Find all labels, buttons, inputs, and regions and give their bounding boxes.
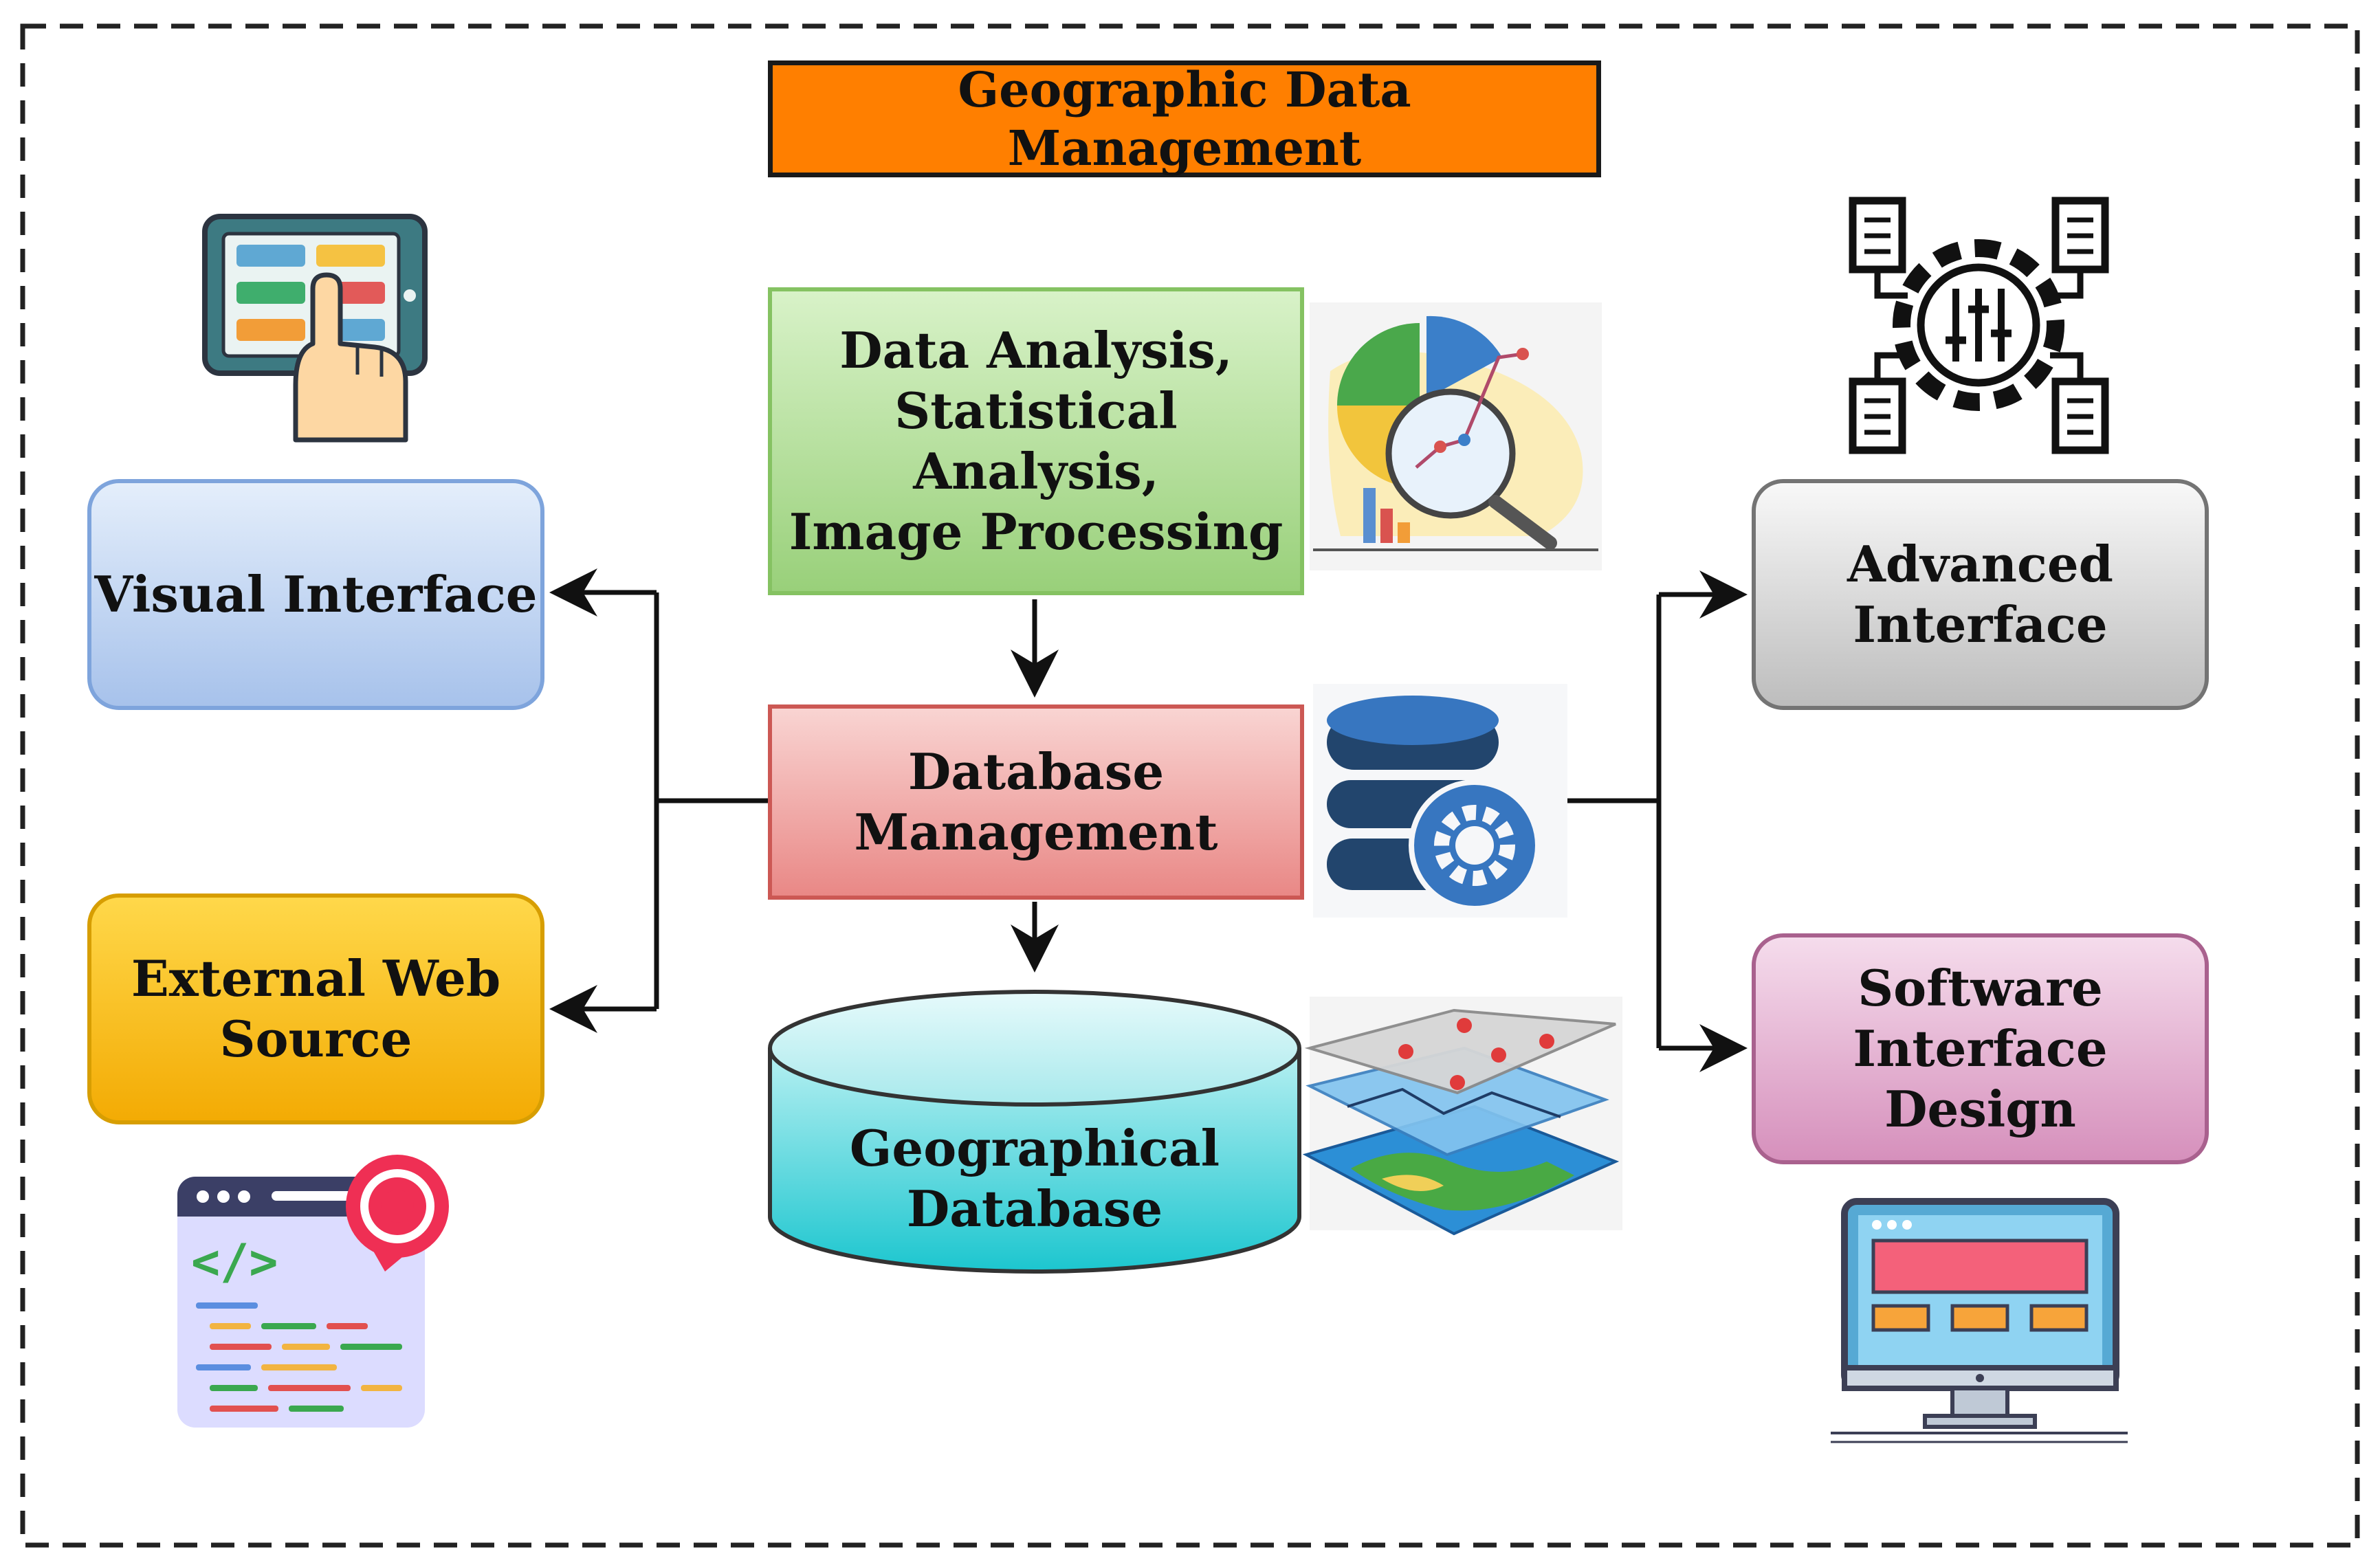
code-window-icon: </> bbox=[177, 1155, 449, 1428]
connectors bbox=[549, 568, 1748, 1072]
external-web-source-node: External Web Source bbox=[87, 894, 544, 1124]
software-line-1: Software bbox=[1858, 959, 2103, 1018]
analysis-line-3: Image Processing bbox=[789, 502, 1283, 561]
analysis-line-2: Statistical Analysis, bbox=[894, 381, 1178, 500]
geo-db-line-1: Geographical bbox=[849, 1119, 1220, 1178]
geo-db-line-2: Database bbox=[906, 1179, 1163, 1238]
geographical-database-cylinder bbox=[768, 990, 1301, 1274]
external-line-2: Source bbox=[219, 1010, 412, 1068]
analysis-line-1: Data Analysis, bbox=[839, 321, 1233, 380]
database-gear-icon bbox=[1313, 684, 1567, 918]
title-box: Geographic Data Management bbox=[768, 60, 1601, 177]
diagram-title: Geographic Data Management bbox=[958, 60, 1411, 177]
computer-monitor-icon bbox=[1831, 1198, 2128, 1443]
touch-tablet-icon bbox=[202, 214, 428, 443]
analysis-node: Data Analysis, Statistical Analysis, Ima… bbox=[768, 287, 1304, 595]
advanced-line-2: Interface bbox=[1853, 595, 2108, 654]
dbm-line-2: Management bbox=[854, 803, 1218, 861]
dashed-frame bbox=[20, 23, 2360, 1548]
software-line-2: Interface Design bbox=[1853, 1019, 2108, 1138]
gear-documents-icon bbox=[1849, 197, 2109, 454]
visual-interface-node: Visual Interface bbox=[87, 479, 544, 710]
advanced-line-1: Advanced bbox=[1847, 535, 2114, 594]
dbm-line-1: Database bbox=[907, 742, 1165, 801]
database-management-node: Database Management bbox=[768, 704, 1304, 900]
software-interface-design-node: Software Interface Design bbox=[1752, 933, 2209, 1164]
svg-text:</>: </> bbox=[191, 1234, 278, 1290]
geographical-database-node: Geographical Database bbox=[770, 1093, 1299, 1265]
advanced-interface-node: Advanced Interface bbox=[1752, 479, 2209, 710]
chart-magnifier-icon bbox=[1310, 302, 1602, 570]
map-layers-icon bbox=[1302, 997, 1622, 1236]
external-line-1: External Web bbox=[131, 949, 501, 1008]
visual-interface-label: Visual Interface bbox=[94, 565, 538, 624]
